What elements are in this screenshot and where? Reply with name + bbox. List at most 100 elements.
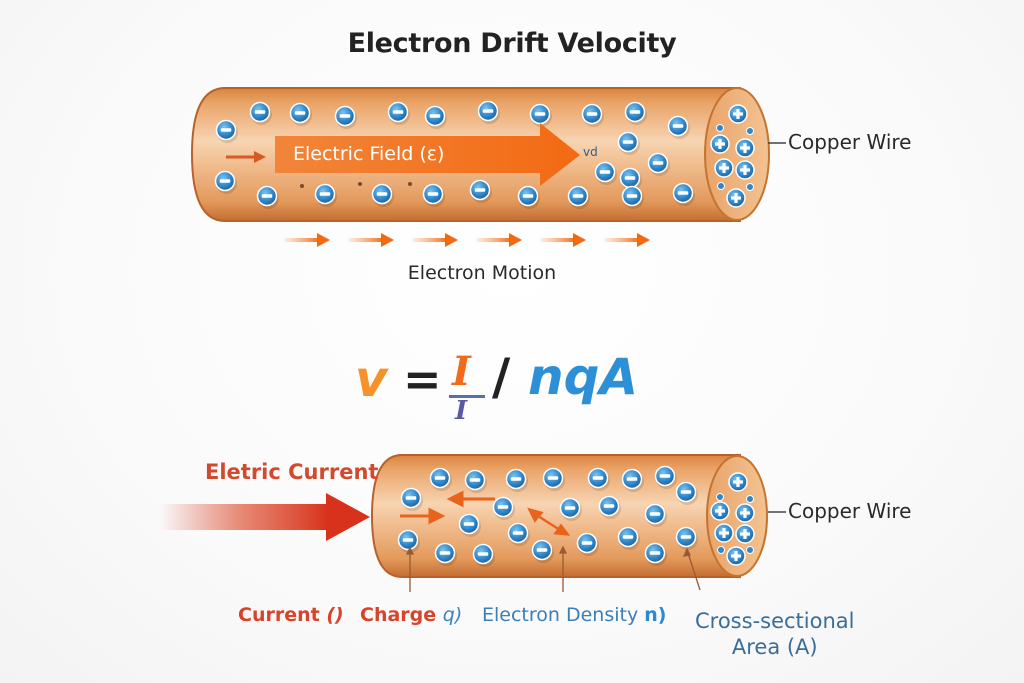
electron-icon: [397, 529, 420, 553]
electron-icon: [654, 465, 677, 489]
electron-icon: [675, 526, 698, 550]
positive-ion-icon: [714, 523, 734, 543]
electron-icon: [594, 161, 617, 185]
label-area-line2: Area (A): [731, 635, 818, 659]
electron-icon: [429, 467, 452, 491]
top-ions: [710, 104, 755, 208]
electron-motion-label: Electron Motion: [407, 262, 557, 284]
small-particle-icon: [746, 183, 754, 191]
positive-ion-icon: [726, 188, 746, 208]
small-particle-icon: [746, 127, 754, 135]
electron-icon: [621, 468, 644, 492]
electron-icon: [334, 105, 357, 129]
bottom-electrons: [397, 465, 698, 567]
small-particle-icon: [717, 546, 725, 554]
positive-ion-icon: [735, 524, 755, 544]
electric-field-arrow: [275, 123, 580, 186]
formula-equals: =: [403, 352, 442, 406]
label-current-symbol: (): [326, 604, 344, 626]
label-density-symbol: n): [644, 604, 667, 626]
motion-arrow-icon: [605, 233, 650, 247]
electron-motion-arrows: [285, 233, 650, 247]
electron-icon: [559, 497, 582, 521]
electron-icon: [624, 101, 647, 125]
electron-icon: [531, 539, 554, 563]
motion-arrow-icon: [477, 233, 522, 247]
electron-icon: [598, 495, 621, 519]
label-density: Electron Density n): [482, 604, 666, 626]
formula-numerator: I: [452, 348, 471, 395]
bottom-ions: [710, 472, 755, 566]
motion-arrow-icon: [541, 233, 586, 247]
motion-arrow-icon: [413, 233, 458, 247]
electron-icon: [472, 543, 495, 567]
electron-icon: [214, 170, 237, 194]
electron-icon: [672, 182, 695, 206]
positive-ion-icon: [735, 503, 755, 523]
label-charge: Charge q): [360, 604, 462, 626]
electron-icon: [517, 185, 540, 209]
small-particle-icon: [746, 546, 754, 554]
label-current-text: Current: [238, 604, 320, 626]
formula-velocity: v: [355, 350, 388, 408]
positive-ion-icon: [735, 138, 755, 158]
dots: [300, 182, 412, 188]
electron-icon: [422, 183, 445, 207]
small-particle-icon: [716, 493, 724, 501]
electron-icon: [464, 469, 487, 493]
formula-nqa: nqA: [528, 348, 639, 406]
label-area: Cross-sectional Area (A): [695, 608, 854, 660]
electron-icon: [542, 467, 565, 491]
collision-arrows: [400, 490, 571, 536]
label-charge-text: Charge: [360, 604, 437, 626]
electron-icon: [576, 532, 599, 556]
small-particle-icon: [716, 124, 724, 132]
electron-icon: [289, 102, 312, 126]
electron-icon: [567, 185, 590, 209]
label-charge-symbol: q): [442, 604, 463, 626]
electron-icon: [492, 496, 515, 520]
electron-icon: [619, 167, 642, 191]
positive-ion-icon: [714, 158, 734, 178]
electron-icon: [667, 115, 690, 139]
electron-icon: [249, 101, 272, 125]
top-electrons: [214, 100, 695, 209]
formula-denominator: I: [455, 396, 468, 426]
motion-arrow-icon: [285, 233, 330, 247]
current-arrow: [160, 493, 370, 541]
positive-ion-icon: [710, 134, 730, 154]
electron-icon: [621, 185, 644, 209]
electron-icon: [529, 103, 552, 127]
formula-slash: /: [492, 348, 511, 406]
label-current: Current (): [238, 604, 344, 626]
electron-icon: [469, 179, 492, 203]
electron-icon: [256, 185, 279, 209]
electron-icon: [675, 481, 698, 505]
electron-icon: [507, 522, 530, 546]
copper-wire-label-top: Copper Wire: [788, 130, 912, 154]
electron-icon: [587, 467, 610, 491]
small-particle-icon: [717, 182, 725, 190]
motion-arrow-icon: [349, 233, 394, 247]
electron-icon: [424, 105, 447, 129]
formula-fraction-bar: [449, 395, 485, 398]
electron-icon: [371, 183, 394, 207]
drift-velocity-label: vd: [583, 145, 598, 159]
electron-icon: [477, 100, 500, 124]
electron-icon: [400, 487, 423, 511]
label-density-text: Electron Density: [482, 604, 639, 626]
positive-ion-icon: [728, 104, 748, 124]
positive-ion-icon: [710, 501, 730, 521]
positive-ion-icon: [735, 160, 755, 180]
electron-icon: [644, 542, 667, 566]
electron-icon: [644, 503, 667, 527]
electron-icon: [617, 526, 640, 550]
electron-icon: [458, 513, 481, 537]
positive-ion-icon: [726, 546, 746, 566]
electron-icon: [581, 103, 604, 127]
electron-icon: [434, 542, 457, 566]
electron-icon: [215, 119, 238, 143]
electron-icon: [387, 101, 410, 125]
electron-icon: [617, 131, 640, 155]
